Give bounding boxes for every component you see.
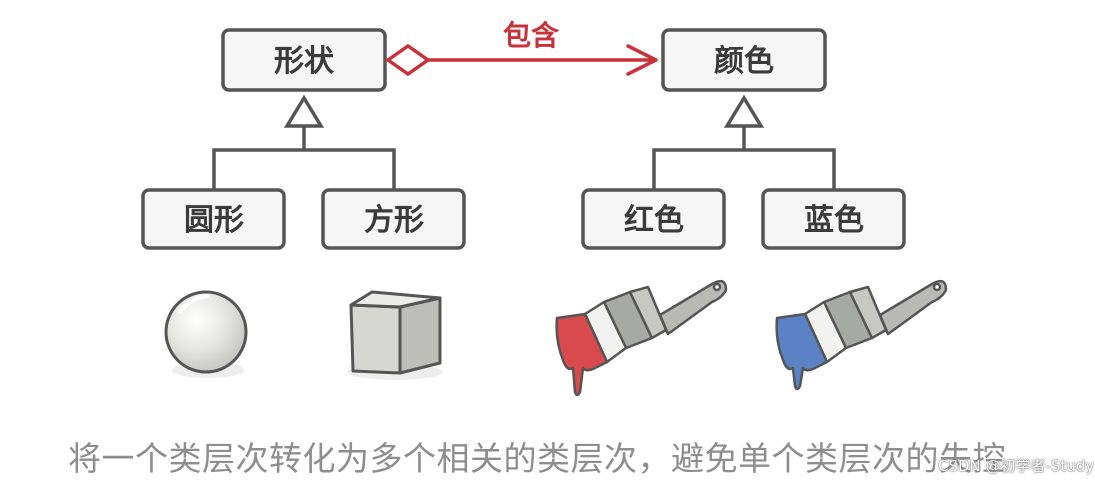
color-inheritance-connector	[652, 94, 836, 189]
composition-arrow	[384, 43, 658, 77]
composition-label: 包含	[503, 19, 560, 52]
diagram-caption: 将一个类层次转化为多个相关的类层次，避免单个类层次的失控	[68, 439, 1006, 478]
circle-class-label: 圆形	[184, 203, 244, 238]
blue-class-box: 蓝色	[761, 188, 906, 250]
red-paintbrush-icon	[555, 279, 728, 397]
cube-icon	[347, 290, 443, 380]
sphere-icon	[164, 290, 248, 378]
shape-class-box: 形状	[221, 28, 387, 92]
square-class-label: 方形	[364, 203, 424, 238]
color-class-box: 颜色	[661, 28, 827, 92]
color-class-label: 颜色	[714, 44, 774, 79]
circle-class-box: 圆形	[141, 188, 286, 250]
blue-paintbrush-icon	[775, 279, 948, 391]
shape-inheritance-connector	[212, 94, 396, 189]
square-class-box: 方形	[321, 188, 466, 250]
red-class-label: 红色	[624, 203, 684, 238]
blue-class-label: 蓝色	[804, 203, 864, 238]
red-class-box: 红色	[581, 188, 726, 250]
watermark: CSDN @初学者-Study	[938, 457, 1095, 475]
shape-class-label: 形状	[274, 44, 335, 79]
